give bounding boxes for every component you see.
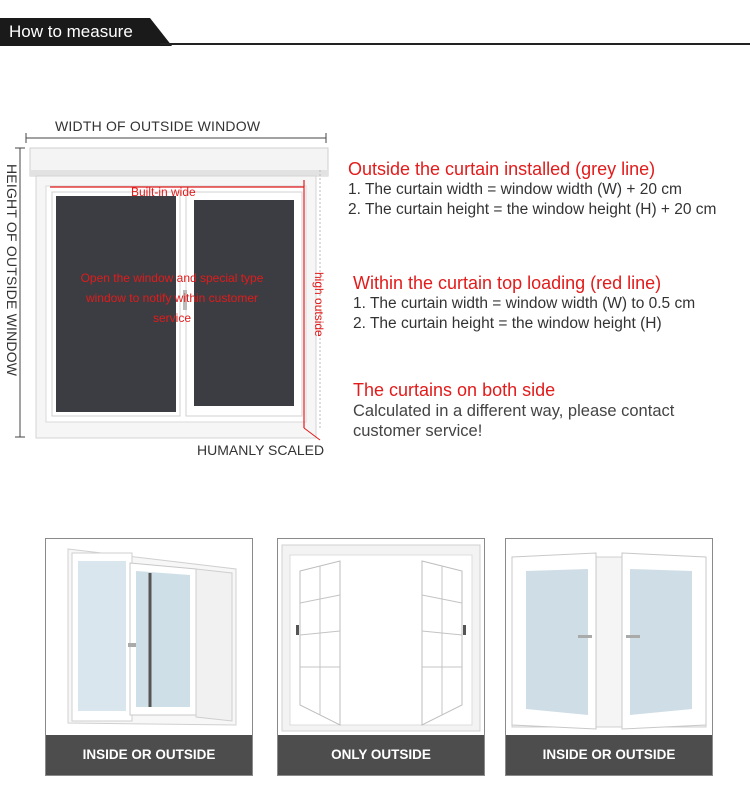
within-line-1: 1. The curtain width = window width (W) … — [353, 295, 696, 312]
header-title: How to measure — [9, 22, 133, 41]
window-type-card-inward-casement: INSIDE OR OUTSIDE — [505, 538, 713, 776]
outside-line-1: 1. The curtain width = window width (W) … — [348, 181, 682, 198]
humanly-scaled-label: HUMANLY SCALED — [197, 442, 325, 458]
both-sides-line-2: customer service! — [353, 422, 483, 440]
within-line-2: 2. The curtain height = the window heigh… — [353, 315, 662, 332]
card-caption: INSIDE OR OUTSIDE — [506, 735, 712, 775]
inward-casement-window-icon — [511, 552, 707, 730]
outside-line-2: 2. The curtain height = the window heigh… — [348, 201, 717, 218]
width-label: WIDTH OF OUTSIDE WINDOW — [55, 118, 261, 134]
high-outside-label: high outside — [312, 272, 326, 337]
window-measure-diagram: WIDTH OF OUTSIDE WINDOW HEIGHT OF OUTSID… — [0, 110, 345, 470]
header-divider — [160, 43, 750, 45]
within-title: Within the curtain top loading (red line… — [353, 273, 662, 293]
card-caption: INSIDE OR OUTSIDE — [46, 735, 252, 775]
window-type-card-sliding: INSIDE OR OUTSIDE — [45, 538, 253, 776]
window-type-card-open-casement: ONLY OUTSIDE — [277, 538, 485, 776]
open-casement-window-icon — [281, 544, 481, 732]
built-in-label: Built-in wide — [131, 185, 196, 199]
card-caption: ONLY OUTSIDE — [278, 735, 484, 775]
sliding-window-icon — [67, 548, 237, 726]
header-tab-shape — [0, 18, 172, 46]
open-window-note: Open the window and special type window … — [80, 271, 264, 325]
height-label: HEIGHT OF OUTSIDE WINDOW — [4, 164, 20, 377]
window-illustration — [15, 133, 329, 441]
both-sides-line-1: Calculated in a different way, please co… — [353, 402, 675, 420]
outside-title: Outside the curtain installed (grey line… — [348, 159, 656, 179]
section-header: How to measure — [0, 18, 172, 46]
both-sides-title: The curtains on both side — [353, 380, 556, 400]
